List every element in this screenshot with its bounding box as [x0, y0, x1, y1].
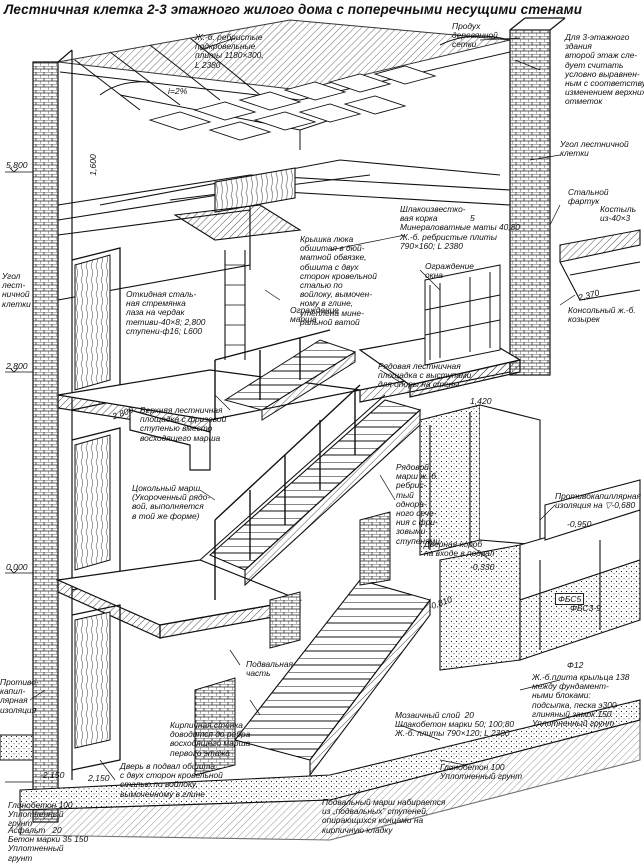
- basement-door: [71, 604, 121, 771]
- label-window-fence: Ограждение окна: [425, 261, 474, 281]
- label-third-floor: Для 3-этажного здания второй этаж сле- д…: [565, 32, 644, 107]
- level-markers: [5, 167, 33, 783]
- mark-f12: Ф12: [567, 660, 584, 670]
- label-slag-lime: Шлакоизвестко- вая корка Минераловатные …: [400, 204, 520, 251]
- label-roof-ventilation: Продух деревянной сетки: [452, 21, 498, 50]
- roof-slope: i=2%: [168, 86, 188, 96]
- basement-floor: [0, 699, 641, 841]
- label-stair-corner: Угол лестничной клетки: [560, 139, 629, 159]
- label-rib-slabs-top: Ж.-б. ребристые подкровельные плиты 1180…: [195, 32, 264, 70]
- level-0000: 0,000: [6, 562, 28, 572]
- label-steel-apron: Стальной фартук: [568, 187, 609, 207]
- level-1420: 1,420: [470, 396, 492, 406]
- label-mosaic-layer: Мозаичный слой 20 Шлакобетон марки 50; 1…: [395, 710, 515, 739]
- level-5800: 5,800: [6, 160, 28, 170]
- label-row-landing: Рядовая лестничная площадка с выступами …: [378, 361, 472, 390]
- label-plinth-march: Цокольный марш (Укороченный рядо- вой, в…: [132, 483, 211, 521]
- right-brick-wall: [509, 17, 566, 376]
- label-steel-stair: Откидная сталь- ная стремянка лаза на че…: [126, 289, 206, 336]
- roof-slabs: [57, 19, 511, 150]
- mark-fbs9: ФБС3-9: [570, 603, 601, 613]
- label-asphalt: Асфальт 20 Бетон марки 35 150 Уплотненны…: [8, 825, 89, 863]
- label-basement-march: Подвальный марш набирается из „подвальны…: [322, 797, 446, 835]
- label-console-canopy: Консольный ж.-б. козырек: [568, 305, 636, 325]
- label-hatch-cover: Крышка люка обшитая в дюй- матной обвязк…: [300, 234, 377, 327]
- middle-door: [71, 427, 121, 591]
- label-capillary-left: Противо- капил- лярная изоляция: [0, 677, 39, 715]
- attic-floor-frame: [57, 159, 511, 301]
- leader-lines: [29, 37, 576, 811]
- label-row-march: Рядовой марш ж.-б. ребрис- тый однора- н…: [396, 462, 440, 546]
- console-canopy: [559, 229, 641, 301]
- level-2800-left: 2,800: [6, 361, 28, 371]
- mark-fbs5: ФБС5: [555, 593, 585, 605]
- label-crutch: Костыль из-40×3: [600, 204, 637, 224]
- foundation-blocks: [439, 479, 641, 671]
- level-2150-right: 2,150: [88, 773, 110, 783]
- label-basement-part: Подвальная часть: [246, 659, 293, 679]
- label-basement-door: Дверь в подвал обшита с двух сторон кров…: [120, 761, 223, 799]
- level-2150-left: -2,150: [40, 770, 65, 780]
- left-brick-wall: [32, 49, 73, 823]
- basement-stair-flight: [234, 579, 431, 777]
- window-frame: [424, 264, 501, 366]
- label-march-fence: Ограждение марша: [290, 305, 339, 325]
- label-stair-wall-corner: Угол лест- ничной клетки: [2, 271, 31, 309]
- label-door-box: Дверная короб на входе в подвал: [424, 539, 495, 559]
- level-1600: 1,600: [87, 154, 98, 176]
- label-compacted-soil-left: Глинобетон 100 Уплотненный грунт: [8, 800, 73, 829]
- marker-5: 5: [470, 213, 475, 223]
- label-waterproofing: Противокапиллярная изоляция на ▽-0,680: [555, 491, 641, 511]
- basement-brick-walls: [194, 511, 391, 776]
- stair-railings: [214, 250, 361, 600]
- level-0330: -0,330: [470, 562, 495, 572]
- label-compacted-soil-right: Глинобетон 100 Уплотненный грунт: [440, 762, 523, 782]
- upper-stair-flight: [223, 339, 357, 421]
- label-upper-landing: Верхняя лестничная площадка с фризовой с…: [140, 405, 227, 443]
- label-slab-f12: Ж.-б.плита крыльца 138 между фундамент- …: [532, 672, 630, 729]
- drawing-title: Лестничная клетка 2-3 этажного жилого до…: [4, 2, 583, 17]
- label-brick-wall: Кирпичная стенка доводится до ребра восх…: [170, 720, 251, 758]
- level-0950: -0,950: [567, 519, 592, 529]
- entrance-door-box: [419, 404, 541, 556]
